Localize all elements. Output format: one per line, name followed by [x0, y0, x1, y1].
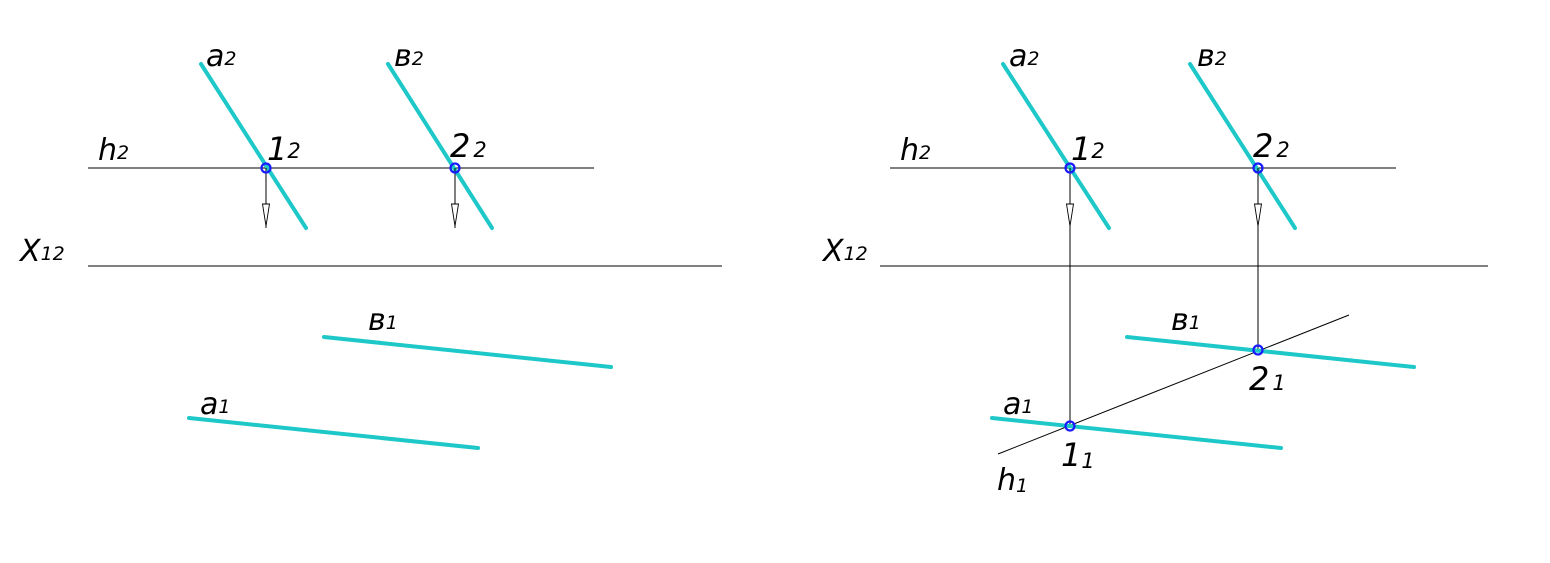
- right-point-2-2: [1252, 162, 1264, 174]
- right-arrow-1: [1065, 203, 1075, 227]
- right-line-b2: [1188, 62, 1297, 230]
- left-label-a1: a1: [200, 387, 230, 422]
- left-label-b1: в1: [368, 303, 398, 338]
- right-label-h2: h2: [900, 133, 931, 168]
- left-line-a2: [199, 62, 308, 230]
- right-arrow-2: [1253, 203, 1263, 227]
- left-line-b1: [322, 335, 613, 369]
- right-line-a2: [1001, 62, 1111, 230]
- left-label-x12: X12: [18, 234, 65, 269]
- left-arrow-2: [450, 203, 460, 227]
- right-line-a1: [990, 416, 1283, 450]
- right-label-b1: в1: [1171, 303, 1201, 338]
- right-line-h1: [997, 314, 1350, 455]
- right-label-1-1: 11: [1061, 436, 1095, 474]
- left-label-a2: a2: [206, 39, 236, 74]
- left-label-b2: в2: [394, 39, 424, 74]
- right-label-1-2: 12: [1071, 130, 1105, 168]
- left-label-1-2: 12: [267, 130, 301, 168]
- left-point-1-2: [260, 162, 272, 174]
- left-line-a1: [187, 416, 480, 450]
- left-point-2-2: [449, 162, 461, 174]
- right-label-a1: a1: [1003, 387, 1033, 422]
- left-arrow-1: [261, 203, 271, 227]
- right-label-a2: a2: [1009, 39, 1039, 74]
- right-line-b1: [1125, 335, 1416, 369]
- right-label-b2: в2: [1197, 39, 1227, 74]
- right-point-1-2: [1064, 162, 1076, 174]
- right-point-1-1: [1064, 420, 1076, 432]
- right-point-2-1: [1252, 344, 1264, 356]
- left-line-b2: [386, 62, 494, 230]
- left-label-h2: h2: [98, 133, 129, 168]
- right-label-h1: h1: [997, 463, 1028, 498]
- right-label-x12: X12: [821, 234, 868, 269]
